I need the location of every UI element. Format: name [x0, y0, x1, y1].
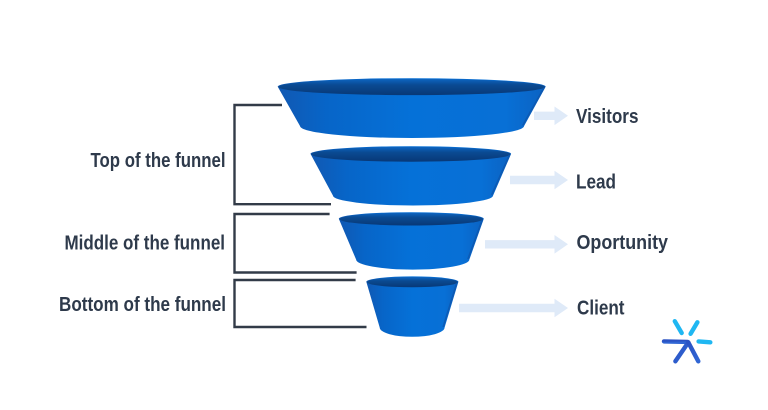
svg-text:Visitors: Visitors: [576, 106, 639, 128]
svg-text:Middle of the funnel: Middle of the funnel: [65, 232, 226, 254]
svg-text:Oportunity: Oportunity: [577, 232, 669, 254]
svg-text:Top of the funnel: Top of the funnel: [91, 150, 226, 172]
svg-text:Lead: Lead: [576, 171, 616, 193]
svg-text:Client: Client: [577, 298, 625, 320]
svg-text:Bottom of the funnel: Bottom of the funnel: [59, 294, 226, 316]
